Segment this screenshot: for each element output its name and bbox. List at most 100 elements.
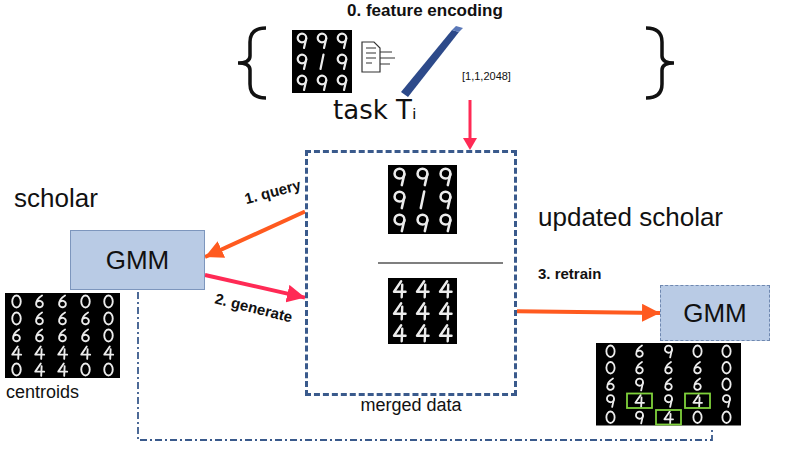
highlight-box [627,394,652,409]
gmm-box: GMM [660,285,770,341]
digit-stroke [722,345,730,357]
digit-stroke [36,313,43,325]
part-name: updated scholar [538,203,723,232]
part-name: scholar [14,184,98,213]
box-label: GMM [683,298,747,329]
digit-stroke [665,346,672,358]
digit-stroke [338,34,347,48]
digit-stroke [318,76,327,90]
digit-stroke [104,296,113,308]
digit-stroke [338,55,347,69]
digit-stroke [36,330,43,342]
digit-stroke [318,34,327,48]
digit-stroke [35,347,44,359]
digit-stroke [104,347,113,359]
digit-stroke [417,325,429,341]
flow-arrow [517,311,660,313]
digit-stroke [694,362,701,373]
feature-vector-top [452,26,463,32]
digit-stroke [636,362,643,373]
digit-stroke [607,395,614,407]
digit-stroke [395,192,405,208]
digit-stroke [12,313,21,325]
highlight-box [685,394,710,409]
digit-stroke [394,281,406,297]
feature-vector [401,30,459,97]
digit-stroke [636,345,643,356]
gmm-box: GMM [70,230,205,290]
digit-stroke [693,411,701,423]
digit-image [596,343,741,426]
digit-stroke [59,296,66,308]
digit-stroke [395,215,405,231]
digit-stroke [693,345,701,357]
digit-stroke [417,303,429,319]
digit-stroke [636,379,643,391]
digit-stroke [81,364,90,376]
digit-stroke [665,378,672,389]
digit-stroke [82,313,89,325]
digit-stroke [298,55,307,69]
flow-arrow [205,212,305,258]
task-arrowhead [463,138,477,150]
digit-stroke [722,378,730,390]
image-caption: centroids [6,383,79,403]
digit-stroke [421,191,424,208]
digit-stroke [441,215,451,231]
digit-stroke [417,281,429,297]
task-label: task Tᵢ [333,96,417,125]
digit-stroke [59,330,66,342]
merged-data-box: merged data [305,150,517,396]
task-arrow [469,100,472,140]
box-label: GMM [106,245,170,276]
digit-image [292,30,352,93]
digit-stroke [13,330,20,342]
digit-stroke [606,362,614,374]
digit-stroke [607,378,614,389]
digit-stroke [722,411,730,423]
digit-stroke [665,362,672,373]
digit-stroke [418,169,428,185]
digit-grids [5,30,741,426]
divider-line [378,262,503,264]
dimension-label: [1,1,2048] [462,70,511,82]
digit-stroke [418,215,428,231]
digit-stroke [635,395,644,407]
highlight-box [656,410,681,425]
digit-stroke [104,364,113,376]
digit-stroke [59,313,66,325]
digit-stroke [35,364,44,376]
digit-stroke [440,303,452,319]
digit-stroke [82,330,89,342]
digit-stroke [664,411,673,423]
digit-stroke [81,347,90,359]
digit-stroke [321,55,324,70]
digit-stroke [58,364,67,376]
digit-stroke [636,412,643,424]
step-label: 2. generate [211,290,296,326]
step-title: 0. feature encoding [347,2,503,21]
box-caption: merged data [308,395,514,416]
digit-stroke [665,395,672,407]
digit-stroke [12,296,21,308]
digit-stroke [606,411,614,423]
digit-stroke [338,76,347,90]
right-brace [646,28,674,98]
digit-stroke [104,313,113,325]
digit-stroke [694,378,701,389]
digit-image [388,165,457,234]
digit-stroke [394,303,406,319]
digit-stroke [606,345,614,357]
digit-stroke [723,395,730,407]
left-brace [238,28,266,98]
digit-stroke [693,395,702,407]
digit-stroke [36,296,43,308]
digit-image [388,278,457,344]
digit-stroke [395,169,405,185]
digit-stroke [58,347,67,359]
digit-image [5,293,120,378]
digit-stroke [104,330,113,342]
digit-stroke [440,281,452,297]
digit-stroke [722,362,730,374]
step-label: 1. query [241,176,305,208]
